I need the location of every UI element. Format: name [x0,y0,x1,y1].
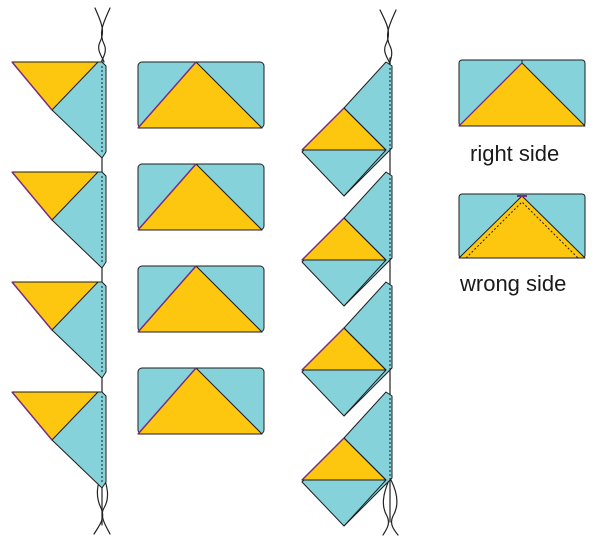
sewn-unit [11,171,107,269]
right-side-unit [458,59,586,127]
thread-tail-top [100,7,111,65]
trim-edge [458,62,523,127]
pressed-unit [137,367,265,435]
flying-geese-unit [301,171,393,307]
reference-units-group [458,59,586,259]
chain-right-group [301,61,393,527]
diagonal-seam [343,437,387,481]
trim-edge [11,391,53,441]
wrong-side-unit [458,193,586,259]
diagonal-seam [343,107,387,151]
trim-edge [11,171,53,221]
thread-tail-top [386,9,397,67]
right-side-label: right side [470,141,560,166]
teal-triangle [51,171,107,269]
pressed-unit [137,265,265,333]
sewn-unit [11,61,107,159]
flying-geese-unit [301,281,393,417]
thread-tail-bottom [382,479,390,536]
diagonal-seam [343,479,387,527]
trim-edge [137,367,197,435]
flying-geese-unit [301,61,393,197]
trim-edge [301,217,345,261]
gold-triangle [458,195,586,259]
flying-geese-unit [301,391,393,527]
teal-triangle [51,61,107,159]
trim-edge [301,107,345,151]
pressed-unit [137,163,265,231]
thread-tail-top [379,9,391,65]
sewn-unit [11,281,107,379]
sewn-unit [11,391,107,489]
trim-edge [137,265,197,333]
trim-edge [301,437,345,481]
teal-triangle [51,391,107,489]
thread-tail-bottom [390,479,399,536]
thread-tail-top [94,7,105,63]
pressed-unit [137,61,265,129]
diagonal-seam [343,369,387,417]
diagonal-seam [343,259,387,307]
trim-edge [137,163,197,231]
pressed-units-group [137,61,265,435]
diagonal-seam [343,217,387,261]
chain-left-group [11,61,107,489]
teal-triangle [51,281,107,379]
wrong-side-label: wrong side [460,271,567,296]
trim-edge [301,327,345,371]
trim-edge [137,61,197,129]
diagonal-seam [343,149,387,197]
diagonal-seam [343,327,387,371]
trim-edge [11,61,53,111]
trim-edge [11,281,53,331]
